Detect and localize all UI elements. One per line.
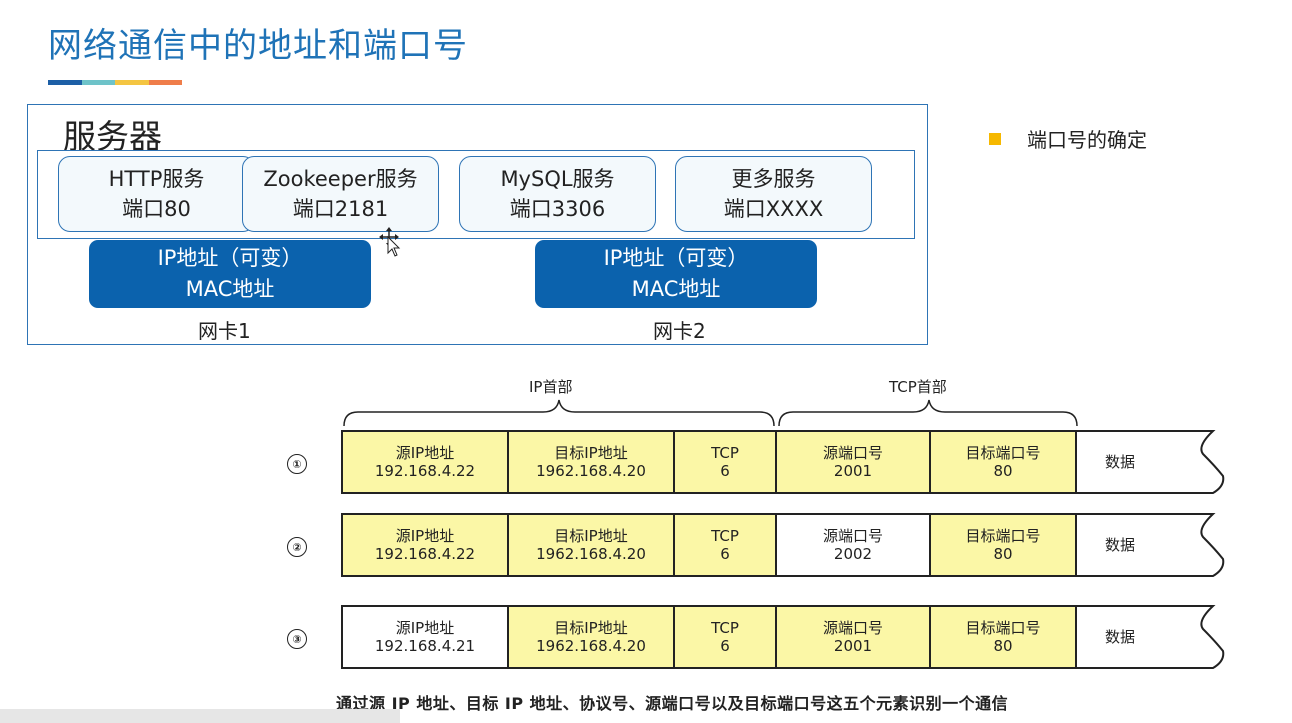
title-bar-seg-2	[81, 80, 115, 85]
service-name: Zookeeper服务	[263, 167, 418, 191]
page-title: 网络通信中的地址和端口号	[48, 26, 468, 66]
title-underline	[48, 80, 182, 85]
service-port: 端口80	[122, 197, 191, 221]
ip-header-label: IP首部	[529, 378, 573, 396]
legend-text: 端口号的确定	[1027, 128, 1147, 152]
nic-2-label: 网卡2	[653, 319, 706, 343]
caption: 通过源 IP 地址、目标 IP 地址、协议号、源端口号以及目标端口号这五个元素识…	[336, 694, 1009, 713]
cell-data: 数据	[1075, 430, 1225, 494]
nic-1-label: 网卡1	[198, 319, 251, 343]
services-frame	[37, 150, 915, 239]
service-port: 端口3306	[509, 197, 606, 221]
nic-1-box: IP地址（可变） MAC地址	[89, 240, 371, 308]
title-bar-seg-3	[115, 80, 149, 85]
move-cursor-icon	[379, 227, 401, 257]
service-http: HTTP服务 端口80	[58, 156, 255, 232]
cell-data: 数据	[1075, 605, 1225, 669]
horizontal-scrollbar[interactable]	[0, 709, 400, 723]
cell-data: 数据	[1075, 513, 1225, 577]
service-more: 更多服务 端口XXXX	[675, 156, 872, 232]
service-port: 端口XXXX	[723, 197, 824, 221]
legend-port-determination: 端口号的确定	[989, 124, 1147, 153]
ip-header-brace	[343, 399, 775, 427]
row-number-3: ③	[287, 629, 307, 649]
row-number-2: ②	[287, 537, 307, 557]
service-name: 更多服务	[731, 167, 816, 191]
server-label: 服务器	[63, 117, 162, 156]
service-mysql: MySQL服务 端口3306	[459, 156, 656, 232]
tcp-header-label: TCP首部	[889, 378, 947, 396]
nic-ip: IP地址（可变）	[603, 246, 749, 270]
row-number-1: ①	[287, 454, 307, 474]
bullet-square-icon	[989, 132, 1001, 145]
service-port: 端口2181	[292, 197, 389, 221]
server-box	[27, 104, 928, 345]
service-name: MySQL服务	[500, 167, 615, 191]
tcp-header-brace	[778, 399, 1078, 427]
service-zookeeper: Zookeeper服务 端口2181	[242, 156, 439, 232]
title-bar-seg-1	[48, 80, 82, 85]
nic-ip: IP地址（可变）	[157, 246, 303, 270]
service-name: HTTP服务	[108, 167, 205, 191]
title-bar-seg-4	[148, 80, 182, 85]
nic-mac: MAC地址	[185, 277, 275, 301]
nic-mac: MAC地址	[631, 277, 721, 301]
nic-2-box: IP地址（可变） MAC地址	[535, 240, 817, 308]
